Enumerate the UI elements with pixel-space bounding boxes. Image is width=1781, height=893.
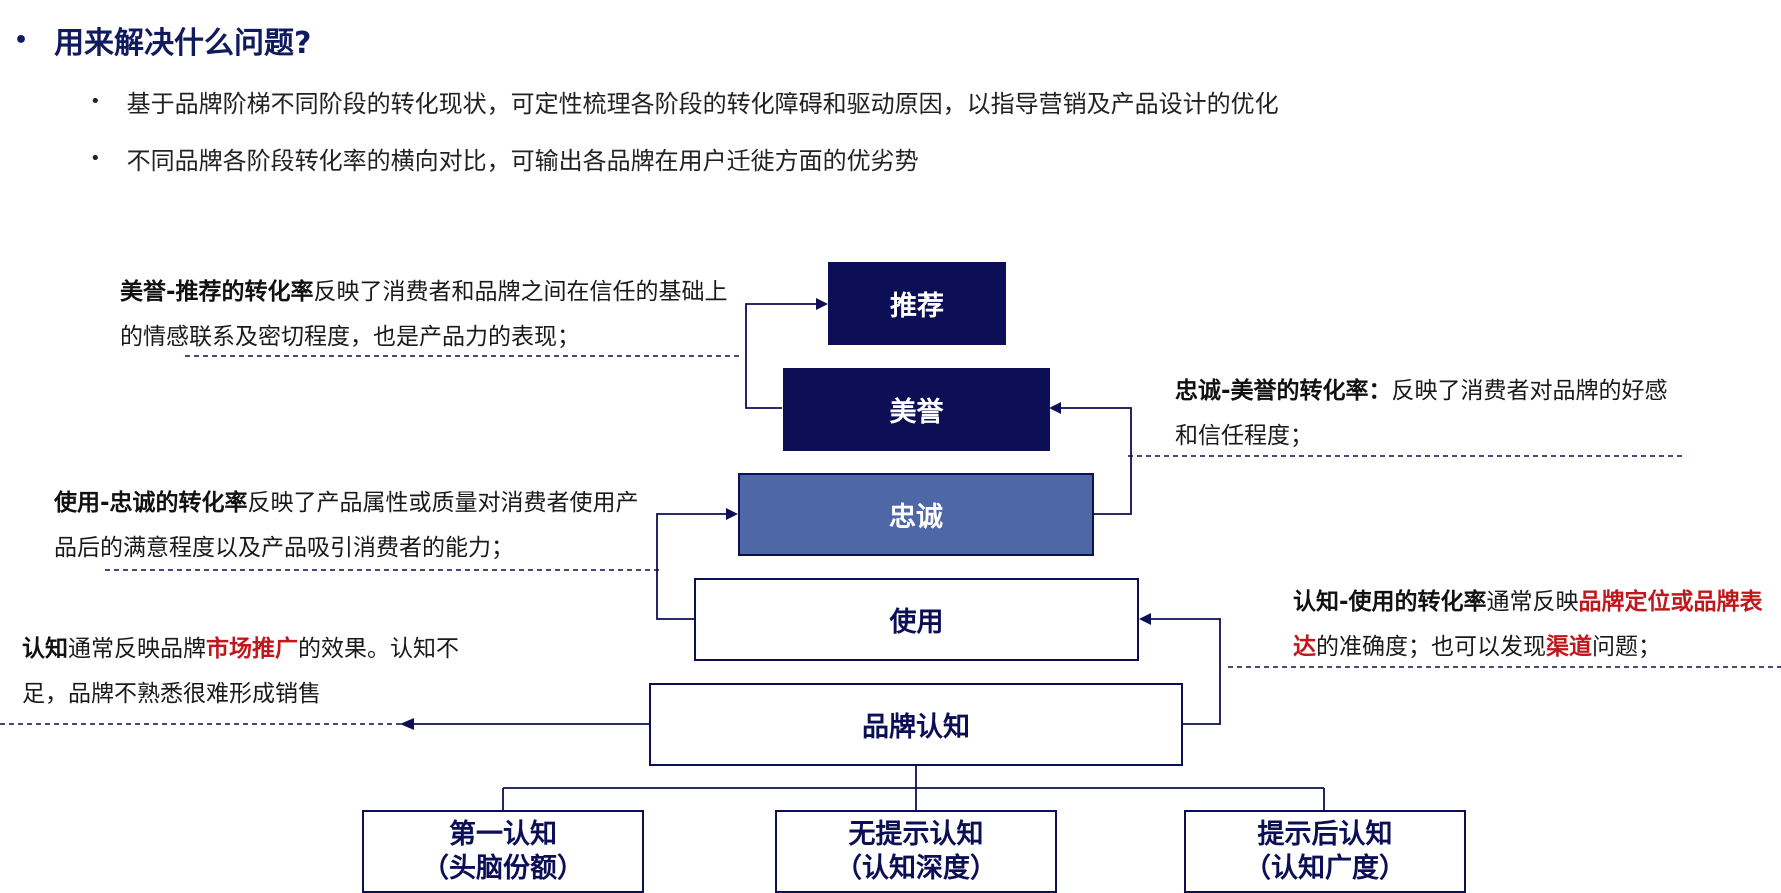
bullet-text: 不同品牌各阶段转化率的横向对比，可输出各品牌在用户迁徙方面的优劣势	[126, 147, 919, 175]
note-awareness-usage-bold: 认知-使用的转化率	[1293, 589, 1487, 615]
heading-bullet: •	[14, 27, 29, 53]
bullet-item: • 基于品牌阶梯不同阶段的转化现状，可定性梳理各阶段的转化障碍和驱动原因，以指导…	[90, 84, 1279, 119]
note-awareness: 认知通常反映品牌市场推广的效果。认知不足，品牌不熟悉很难形成销售	[22, 627, 462, 717]
stage-awareness-label: 品牌认知	[862, 712, 970, 743]
note-usage-loyalty: 使用-忠诚的转化率反映了产品属性或质量对消费者使用产品后的满意程度以及产品吸引消…	[54, 481, 654, 571]
note-reputation-recommend-bold: 美誉-推荐的转化率	[120, 279, 314, 305]
sub-awareness-aided-subtitle: （认知广度）	[1244, 852, 1406, 884]
heading-text: 用来解决什么问题?	[54, 26, 312, 61]
note-awareness-usage-text1: 通常反映	[1486, 589, 1579, 615]
note-awareness-usage-red2: 渠道	[1546, 634, 1592, 660]
sub-awareness-first-box: 第一认知 （头脑份额）	[362, 810, 644, 893]
bullet-marker: •	[90, 148, 101, 169]
note-awareness-text1: 通常反映品牌	[68, 636, 206, 662]
sub-awareness-unaided-box: 无提示认知 （认知深度）	[775, 810, 1057, 893]
arrow-awareness-to-usage	[1139, 613, 1221, 725]
arrowhead-awareness-note	[400, 718, 414, 730]
note-awareness-red: 市场推广	[206, 636, 298, 662]
sub-awareness-unaided-subtitle: （认知深度）	[835, 852, 997, 884]
main-heading: • 用来解决什么问题?	[14, 18, 311, 62]
stage-recommend-label: 推荐	[890, 291, 944, 322]
stage-usage-label: 使用	[889, 607, 944, 638]
note-awareness-bold: 认知	[22, 636, 68, 662]
arrow-loyalty-to-reputation	[1049, 402, 1132, 515]
stage-recommend-box: 推荐	[828, 262, 1006, 345]
sub-awareness-aided-title: 提示后认知	[1257, 818, 1393, 850]
note-loyalty-reputation-bold: 忠诚-美誉的转化率：	[1175, 378, 1392, 404]
note-awareness-usage: 认知-使用的转化率通常反映品牌定位或品牌表达的准确度；也可以发现渠道问题；	[1293, 580, 1768, 670]
note-loyalty-reputation: 忠诚-美誉的转化率：反映了消费者对品牌的好感和信任程度；	[1175, 369, 1675, 459]
bullet-item: • 不同品牌各阶段转化率的横向对比，可输出各品牌在用户迁徙方面的优劣势	[90, 141, 919, 176]
sub-awareness-unaided-title: 无提示认知	[848, 818, 984, 850]
stage-usage-box: 使用	[694, 578, 1139, 661]
stage-loyalty-box: 忠诚	[738, 473, 1094, 556]
stage-awareness-box: 品牌认知	[649, 683, 1183, 766]
arrow-usage-to-loyalty	[656, 508, 738, 620]
sub-awareness-first-title: 第一认知	[449, 818, 557, 850]
note-usage-loyalty-text: 反映了产品属性或质量对消费者使用产品后的满意程度以及产品吸引消费者的能力；	[54, 490, 639, 561]
note-awareness-usage-text3: 问题；	[1592, 634, 1661, 660]
arrow-reputation-to-recommend	[745, 298, 828, 409]
note-reputation-recommend: 美誉-推荐的转化率反映了消费者和品牌之间在信任的基础上的情感联系及密切程度，也是…	[120, 270, 740, 360]
stage-reputation-label: 美誉	[889, 397, 944, 428]
stage-loyalty-label: 忠诚	[889, 502, 943, 533]
note-usage-loyalty-bold: 使用-忠诚的转化率	[54, 490, 248, 516]
bullet-marker: •	[90, 91, 101, 112]
bullet-text: 基于品牌阶梯不同阶段的转化现状，可定性梳理各阶段的转化障碍和驱动原因，以指导营销…	[126, 90, 1279, 118]
note-awareness-usage-red1: 品牌定位或品牌表达	[1293, 589, 1763, 660]
note-awareness-text2: 的效果。认知不足，品牌不熟悉很难形成销售	[22, 636, 459, 707]
note-loyalty-reputation-text: 反映了消费者对品牌的好感和信任程度；	[1175, 378, 1668, 449]
sub-awareness-first-subtitle: （头脑份额）	[422, 852, 584, 884]
note-reputation-recommend-text: 反映了消费者和品牌之间在信任的基础上的情感联系及密切程度，也是产品力的表现；	[120, 279, 728, 350]
sub-awareness-aided-box: 提示后认知 （认知广度）	[1184, 810, 1466, 893]
stage-reputation-box: 美誉	[783, 368, 1050, 451]
note-awareness-usage-text2: 的准确度；也可以发现	[1316, 634, 1546, 660]
